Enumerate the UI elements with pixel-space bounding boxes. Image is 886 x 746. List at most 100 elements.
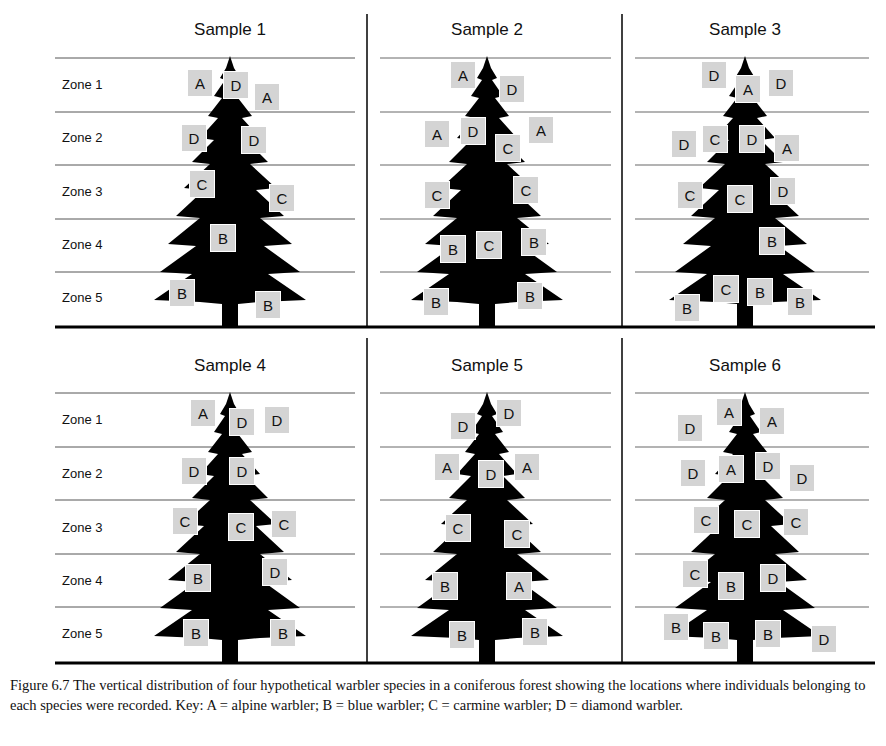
species-box: D xyxy=(181,124,207,152)
species-letter: C xyxy=(279,517,290,532)
species-box: C xyxy=(228,513,254,541)
sample-title: Sample 5 xyxy=(451,357,523,376)
conifer-trees xyxy=(154,56,821,662)
species-box: A xyxy=(450,61,476,89)
species-box: B xyxy=(210,224,236,252)
species-box: B xyxy=(522,618,548,646)
species-letter: A xyxy=(262,90,272,105)
species-box: A xyxy=(506,572,532,600)
species-letter: C xyxy=(690,567,701,582)
species-letter: C xyxy=(512,527,523,542)
species-box: C xyxy=(189,170,215,198)
species-letter: D xyxy=(797,471,808,486)
species-letter: C xyxy=(197,177,208,192)
species-letter: D xyxy=(507,82,518,97)
species-letter: D xyxy=(819,632,830,647)
species-box: B xyxy=(169,279,195,307)
species-box: B xyxy=(432,572,458,600)
species-letter: B xyxy=(525,289,535,304)
species-box: C xyxy=(513,176,539,204)
species-box: D xyxy=(264,406,290,434)
species-box: D xyxy=(760,564,786,592)
species-box: C xyxy=(172,507,198,535)
species-box: A xyxy=(528,116,554,144)
species-box: D xyxy=(770,177,796,205)
species-box: D xyxy=(789,464,815,492)
species-box: B xyxy=(521,228,547,256)
panel-dividers xyxy=(367,14,622,663)
species-box: B xyxy=(423,288,449,316)
species-letter: B xyxy=(763,627,773,642)
zone-label: Zone 1 xyxy=(62,78,102,92)
sample-title: Sample 4 xyxy=(194,357,266,376)
species-box: A xyxy=(514,453,540,481)
species-box: A xyxy=(254,83,280,111)
species-box: A xyxy=(759,407,785,435)
species-box: B xyxy=(759,227,785,255)
species-box: D xyxy=(450,412,476,440)
species-box: D xyxy=(229,408,255,436)
species-box: A xyxy=(187,69,213,97)
species-letter: C xyxy=(180,514,191,529)
species-letter: C xyxy=(721,282,732,297)
species-letter: B xyxy=(711,629,721,644)
zone-label: Zone 3 xyxy=(62,521,102,535)
species-letter: C xyxy=(503,141,514,156)
species-letter: C xyxy=(236,520,247,535)
species-box: D xyxy=(496,399,522,427)
species-letter: A xyxy=(743,82,753,97)
species-box: D xyxy=(181,457,207,485)
species-box: C xyxy=(713,275,739,303)
species-letter: B xyxy=(278,626,288,641)
zone-label: Zone 5 xyxy=(62,627,102,641)
species-box: A xyxy=(190,399,216,427)
species-letter: D xyxy=(468,124,479,139)
species-letter: C xyxy=(701,513,712,528)
species-letter: D xyxy=(747,132,758,147)
species-box: D xyxy=(811,625,837,653)
species-box: D xyxy=(499,75,525,103)
species-letter: C xyxy=(277,191,288,206)
species-letter: D xyxy=(249,133,260,148)
species-box: D xyxy=(701,61,727,89)
species-box: C xyxy=(682,560,708,588)
species-letter: B xyxy=(795,295,805,310)
species-letter: D xyxy=(778,184,789,199)
species-box: B xyxy=(440,235,466,263)
species-box: C xyxy=(702,125,728,153)
species-letter: B xyxy=(457,628,467,643)
species-letter: A xyxy=(724,405,734,420)
species-letter: B xyxy=(530,625,540,640)
ground-lines xyxy=(55,327,875,663)
species-letter: C xyxy=(432,188,443,203)
zone-label: Zone 4 xyxy=(62,574,102,588)
species-letter: A xyxy=(782,141,792,156)
species-box: D xyxy=(223,71,249,99)
species-box: B xyxy=(183,619,209,647)
species-box: C xyxy=(504,520,530,548)
species-letter: D xyxy=(776,76,787,91)
species-box: C xyxy=(495,134,521,162)
species-box: B xyxy=(674,294,700,322)
species-box: A xyxy=(716,398,742,426)
species-letter: D xyxy=(688,466,699,481)
species-box: C xyxy=(476,231,502,259)
species-box: A xyxy=(424,120,450,148)
species-letter: A xyxy=(432,127,442,142)
species-box: B xyxy=(517,282,543,310)
species-box: A xyxy=(774,134,800,162)
species-letter: B xyxy=(671,620,681,635)
species-box: B xyxy=(703,622,729,650)
species-box: D xyxy=(478,460,504,488)
species-letter: B xyxy=(191,626,201,641)
species-letter: D xyxy=(272,413,283,428)
species-letter: C xyxy=(521,183,532,198)
species-box: C xyxy=(269,184,295,212)
species-letter: B xyxy=(726,579,736,594)
species-box: C xyxy=(445,514,471,542)
species-letter: D xyxy=(231,78,242,93)
species-letter: D xyxy=(237,415,248,430)
zone-label: Zone 2 xyxy=(62,467,102,481)
zone-label: Zone 5 xyxy=(62,291,102,305)
species-letter: D xyxy=(270,565,281,580)
